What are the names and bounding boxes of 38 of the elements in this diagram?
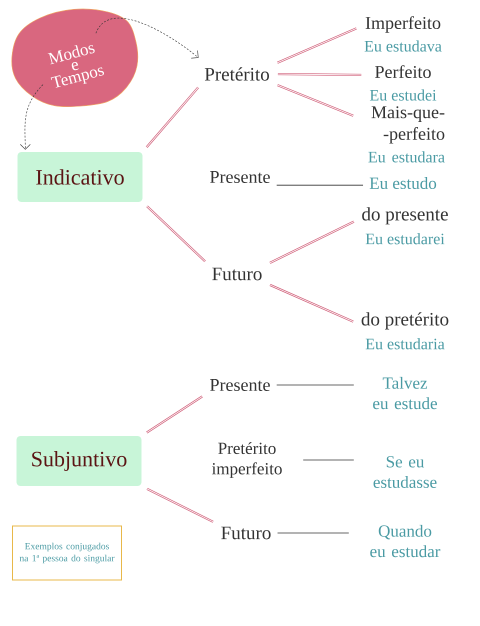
example-text: Eu estudei: [370, 89, 436, 101]
connector-line: [277, 84, 354, 117]
tense-label: Imperfeito: [366, 16, 440, 33]
connector-line: [276, 184, 364, 186]
title-blob: Modos e Tempos: [11, 8, 138, 108]
connector-line: [278, 72, 362, 76]
connector-line: [146, 488, 214, 523]
example-text: Quando eu estudar: [370, 524, 440, 558]
connector-line: [146, 396, 203, 434]
example-text: Eu estudava: [364, 40, 442, 52]
tense-label: Futuro: [212, 268, 262, 280]
example-text: Se eu estudasse: [374, 456, 437, 488]
dashed-arrow: [20, 84, 44, 150]
tense-label: Pretérito: [204, 67, 269, 81]
tense-label: do presente: [362, 207, 448, 224]
tense-label: Pretérito imperfeito: [212, 442, 282, 478]
example-text: Eu estudara: [368, 151, 445, 162]
tense-label: Perfeito: [375, 65, 431, 78]
example-text: Eu estudo: [370, 177, 436, 189]
connector-line: [276, 384, 354, 386]
tense-label: Presente: [210, 171, 270, 183]
tense-label: Mais-que- -perfeito: [372, 106, 444, 144]
connector-line: [270, 284, 354, 323]
tense-label: do pretérito: [362, 312, 448, 330]
note-box: Exemplos conjugados na 1ª pessoa do singular: [12, 526, 122, 580]
connector-line: [269, 220, 354, 264]
example-text: Eu estudarei: [366, 233, 444, 244]
example-text: Talvez eu estude: [373, 376, 437, 410]
example-text: Eu estudaria: [366, 338, 445, 350]
connector-line: [146, 86, 199, 148]
connector-line: [277, 532, 350, 534]
connector-line: [146, 206, 206, 262]
mode-box: Subjuntivo: [16, 436, 142, 486]
mode-box: Indicativo: [18, 152, 142, 202]
dashed-arrow: [96, 18, 199, 58]
connector-line: [276, 27, 357, 64]
tense-label: Presente: [210, 379, 270, 391]
tense-label: Futuro: [221, 526, 271, 540]
